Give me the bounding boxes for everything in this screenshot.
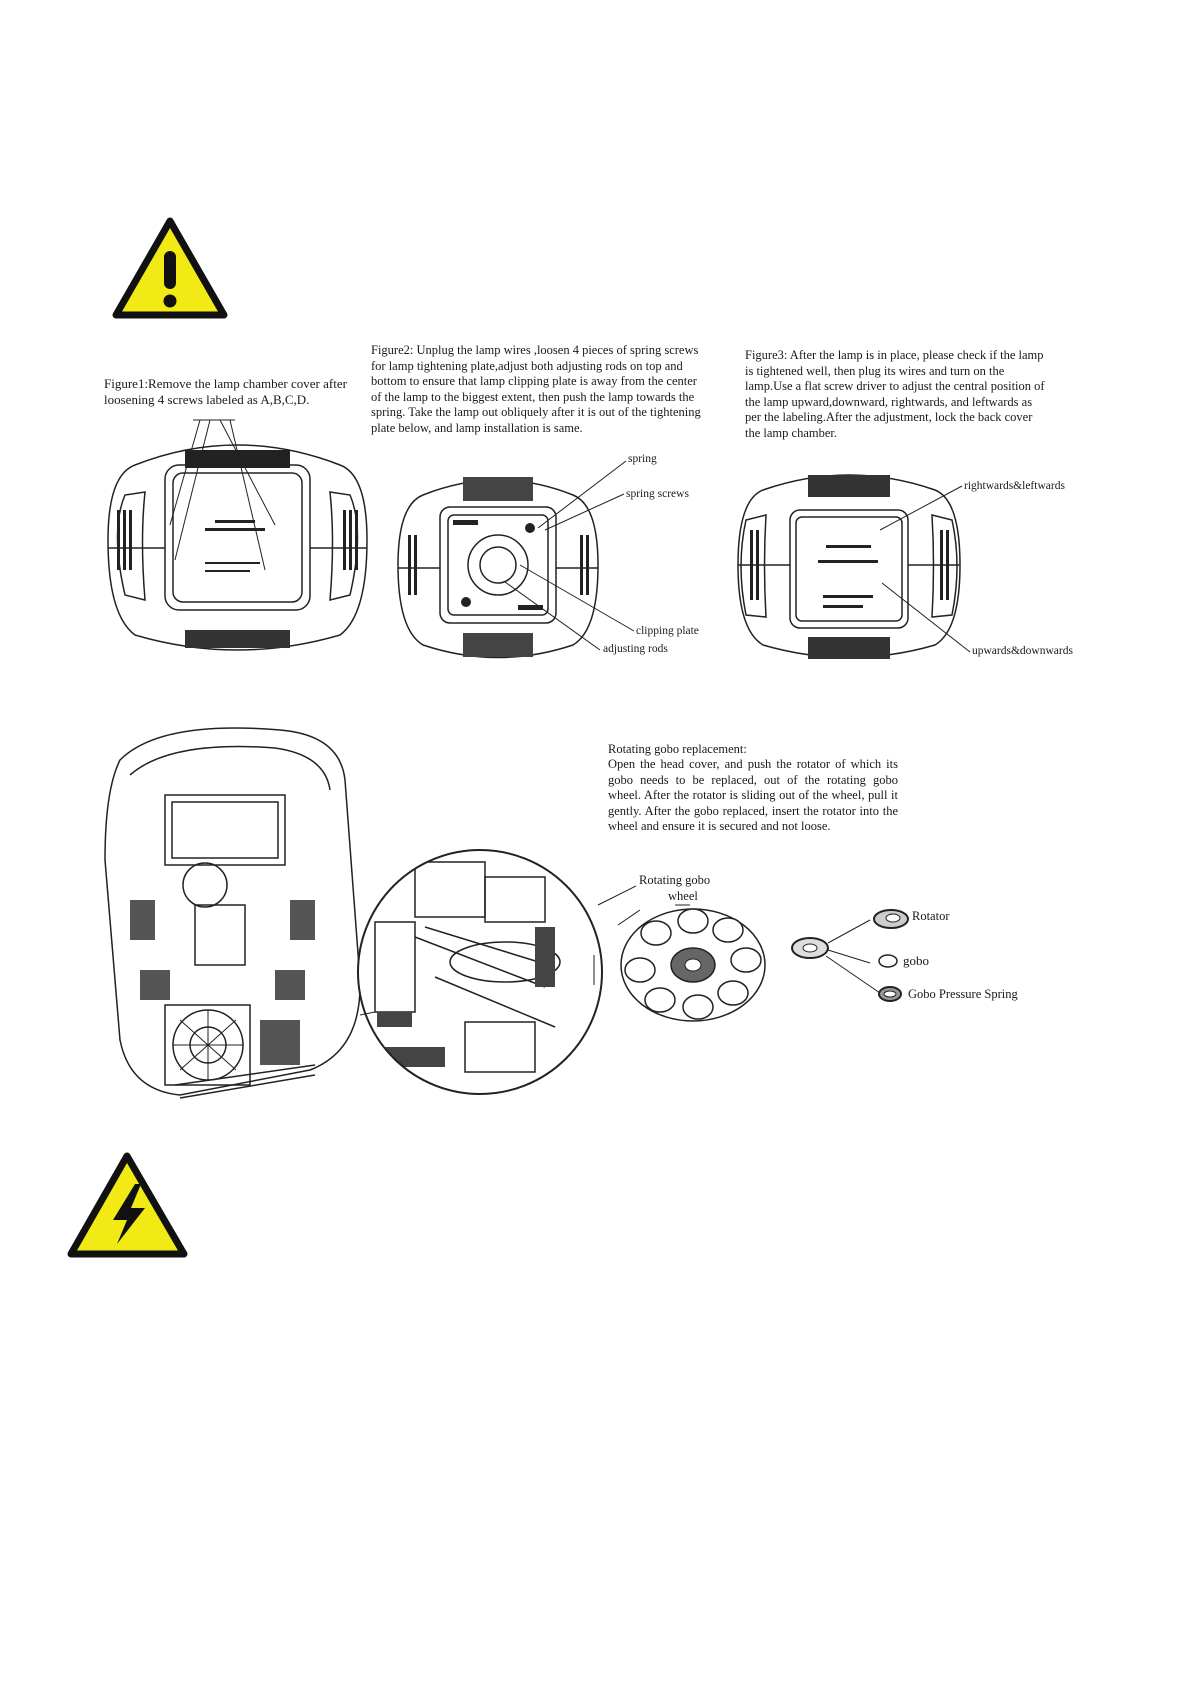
adjusting-rods-label: adjusting rods (603, 643, 668, 655)
gobo-text: Open the head cover, and push the rotato… (608, 757, 898, 833)
gobo-wheel-label-line1: Rotating gobo (639, 873, 711, 887)
rightwards-leftwards-label: rightwards&leftwards (964, 480, 1065, 492)
figure3-caption: Figure3: After the lamp is in place, ple… (745, 348, 1045, 440)
figure2-caption: Figure2: Unplug the lamp wires ,loosen 4… (371, 343, 701, 435)
spring-label: spring (628, 453, 657, 465)
spring-screws-label: spring screws (626, 488, 689, 500)
gobo-wheel-label-line2: wheel (668, 889, 698, 903)
moving-head-illustration (104, 727, 361, 1099)
rotator-assembly-icon (791, 937, 829, 959)
rotator-label: Rotator (912, 909, 950, 923)
gobo-label: gobo (903, 953, 929, 968)
figure1-caption: Figure1:Remove the lamp chamber cover af… (104, 376, 347, 407)
electric-hazard-icon (67, 1152, 188, 1258)
figure1-illustration (107, 419, 368, 651)
clipping-plate-label: clipping plate (636, 625, 699, 637)
gobo-wheel-icon (620, 908, 766, 1022)
zoom-detail-illustration (357, 849, 603, 1095)
gobo-title: Rotating gobo replacement: (608, 742, 747, 756)
gobo-pressure-spring-icon (878, 986, 902, 1002)
warning-triangle-icon (112, 217, 228, 319)
rotator-icon (873, 909, 909, 929)
upwards-downwards-label: upwards&downwards (972, 645, 1073, 657)
figure2-illustration (397, 477, 599, 659)
figure3-illustration (737, 474, 961, 659)
gobo-pressure-spring-label: Gobo Pressure Spring (908, 987, 1018, 1001)
gobo-icon (878, 954, 898, 968)
